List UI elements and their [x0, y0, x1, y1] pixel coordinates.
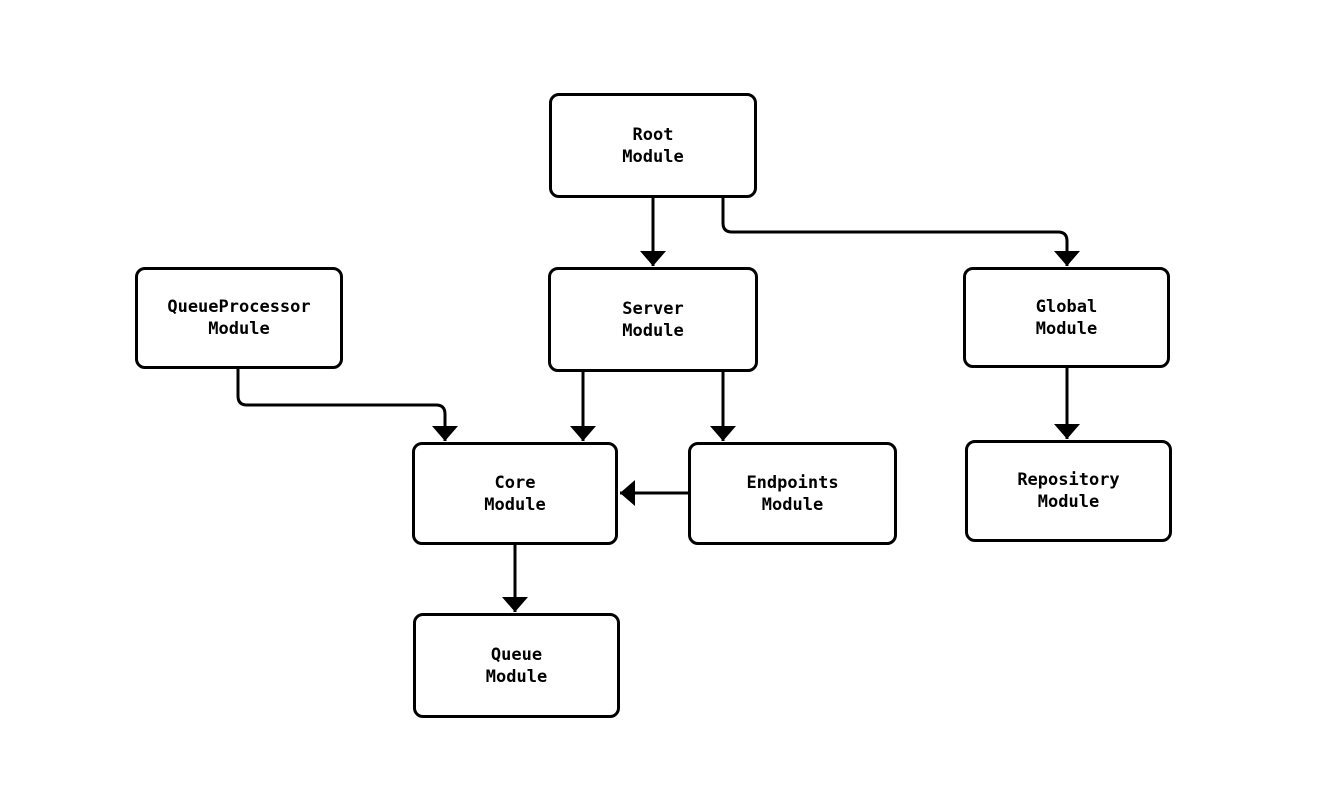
node-root-module: Root Module [549, 93, 757, 198]
node-core-module: Core Module [412, 442, 618, 545]
node-label: Global Module [1035, 296, 1098, 339]
edge-queueprocessor-to-core [236, 369, 458, 441]
node-queue-module: Queue Module [413, 613, 620, 718]
node-label: Root Module [622, 124, 684, 167]
node-label: Queue Module [485, 644, 548, 687]
node-repository-module: Repository Module [965, 440, 1172, 542]
node-label: Repository Module [1017, 470, 1120, 512]
node-label: Core Module [484, 472, 546, 515]
node-endpoints-module: Endpoints Module [688, 442, 897, 545]
node-server-module: Server Module [548, 267, 758, 372]
node-global-module: Global Module [963, 267, 1170, 368]
node-label: Endpoints Module [746, 472, 839, 515]
node-label: Server Module [622, 298, 684, 341]
edge-root-to-global [721, 198, 1080, 266]
node-queueprocessor-module: QueueProcessor Module [135, 267, 343, 369]
node-label: QueueProcessor Module [167, 297, 311, 339]
